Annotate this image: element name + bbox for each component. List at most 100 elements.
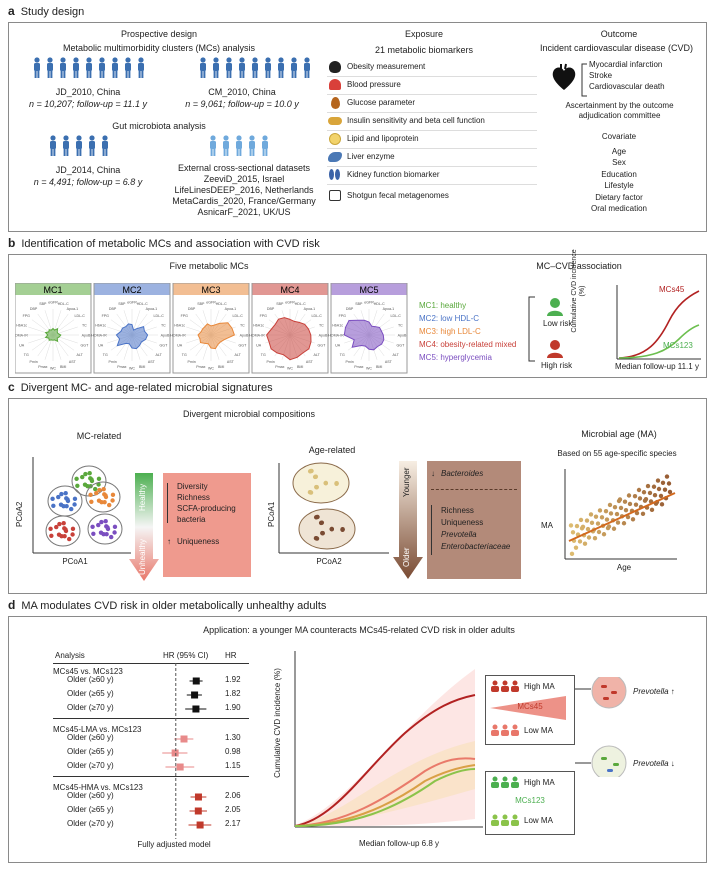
forest-point (180, 735, 188, 743)
health-arrow (129, 473, 159, 581)
person-icon (102, 135, 108, 156)
high-risk-person-icon (550, 340, 560, 350)
ma-scatter (564, 469, 677, 560)
radar-shape (115, 323, 149, 350)
person-icon (291, 57, 297, 78)
legend-mc4: MC4: obesity-related mixed (419, 340, 517, 349)
person-icon (112, 57, 118, 78)
mc-label: MC4 (280, 285, 299, 295)
people-icons-gut (50, 135, 268, 156)
radar-axis-label: AST (306, 360, 314, 364)
age-box-list: Richness Uniqueness Prevotella Enterobac… (441, 505, 510, 553)
older-label: Older (402, 547, 411, 567)
radar-axis-label: ALT (235, 353, 242, 357)
forest-hr-value: 1.90 (225, 703, 241, 712)
forest-row-label: Older (≥60 y) (67, 791, 114, 800)
mcs123-ci-band (295, 741, 475, 826)
panel-a-box: Prospective design Metabolic multimorbid… (8, 22, 707, 232)
radar-axis-label: LDL-C (233, 314, 244, 318)
radar-axis-label: TG (103, 353, 108, 357)
radar-axis-label: eGFR (48, 301, 58, 305)
radar-axis-label: FPG (181, 314, 189, 318)
forest-row-label: Older (≥65 y) (67, 689, 114, 698)
radar-axis-label: HOMA-IR (249, 334, 265, 338)
covariate-item: Dietary factor (595, 192, 643, 202)
exposure-list: Obesity measurement Blood pressure Gluco… (327, 59, 537, 205)
person-icon (239, 57, 245, 78)
low-ma-label: Low MA (524, 726, 553, 735)
radar-axis-label: Pmax (38, 365, 47, 369)
forest-point (196, 821, 204, 829)
radar-axis-label: WC (208, 367, 214, 371)
radar-axis-label: ALT (393, 353, 400, 357)
age-cluster-ellipse (292, 462, 350, 504)
mc-label: MC5 (359, 285, 378, 295)
covariate-item: Age (611, 146, 627, 156)
radar-axis-label: BMI (218, 365, 224, 369)
forest-row-label: Older (≥60 y) (67, 733, 114, 742)
ma-sub: Based on 55 age-specific species (557, 449, 677, 458)
radar-axis-label: AST (148, 360, 156, 364)
gut-circle-low (591, 745, 627, 777)
covariate-item: Sex (612, 158, 626, 167)
covariate-item: Education (601, 169, 637, 179)
forest-point (192, 677, 200, 685)
forest-row-label: Older (≥65 y) (67, 747, 114, 756)
forest-row-label: Older (≥65 y) (67, 805, 114, 814)
exposure-item: Insulin sensitivity and beta cell functi… (347, 116, 485, 125)
cohort2-stats: n = 9,061; follow-up = 10.0 y (185, 99, 299, 109)
age-related-title: Age-related (308, 445, 356, 455)
radar-axis-label: LDL-C (154, 314, 165, 318)
ma-title: Microbial age (MA) (581, 429, 657, 439)
forest-group-label: MCs45-LMA vs. MCs123 (53, 725, 142, 734)
radar-axis-label: DBP (109, 307, 117, 311)
radar-shape (197, 322, 236, 350)
radar-axis-label: Pmax (196, 365, 205, 369)
body-icon (329, 61, 341, 73)
radar-axis-label: ApoB (319, 334, 328, 338)
covariate-title: Covariate (601, 132, 637, 141)
forest-point (176, 763, 184, 771)
high-risk-label: High risk (541, 361, 573, 370)
legend-mc2: MC2: low HDL-C (419, 314, 480, 323)
mcs-analysis-title: Metabolic multimorbidity clusters (MCs) … (62, 43, 256, 53)
mcs45-low-ma-line (294, 757, 476, 827)
forest-hr-value: 1.82 (225, 689, 241, 698)
mc-box-item: Richness (177, 493, 210, 502)
forest-point (171, 749, 179, 757)
person-icon (99, 57, 105, 78)
forest-row-label: Older (≥70 y) (67, 819, 114, 828)
radar-axis-label: UA (335, 344, 341, 348)
mc-box-item: bacteria (177, 515, 206, 524)
radar-axis-label: Pmin (30, 360, 38, 364)
external-item: AsnicarF_2021, UK/US (197, 207, 291, 217)
person-icon (63, 135, 69, 156)
person-icon (73, 57, 79, 78)
person-icon (236, 135, 242, 156)
radar-axis-label: eGFR (127, 301, 137, 305)
b-xlabel: Median follow-up 11.1 y (615, 362, 699, 371)
radar-axis-label: DBP (188, 307, 196, 311)
mc-box: Diversity Richness SCFA-producing bacter… (163, 473, 251, 577)
radar-axis-label: UA (19, 344, 25, 348)
radar-axis-label: FPG (102, 314, 110, 318)
forest-point (194, 807, 202, 815)
radar-axis-label: TG (261, 353, 266, 357)
person-icon (213, 57, 219, 78)
gut-title: Gut microbiota analysis (112, 121, 206, 131)
cohort1-name: JD_2010, China (55, 87, 121, 97)
radar-axis-label: LDL-C (312, 314, 323, 318)
forest-point (192, 705, 200, 713)
exposure-item: Lipid and lipoprotein (347, 134, 419, 143)
radar-axis-label: HbA1c (253, 323, 264, 327)
prevotella-down: Prevotella ↓ (633, 759, 675, 768)
exposure-item: Blood pressure (347, 80, 401, 89)
exposure-item: Liver enzyme (347, 152, 395, 161)
legend-mc3: MC3: high LDL-C (419, 327, 481, 336)
mc-box-list: Diversity Richness SCFA-producing bacter… (177, 481, 236, 525)
ma-ylabel: MA (541, 521, 553, 530)
outcome-sub: Incident cardiovascular disease (CVD) (539, 43, 694, 53)
outcome-item: Cardiovascular death (589, 82, 665, 91)
